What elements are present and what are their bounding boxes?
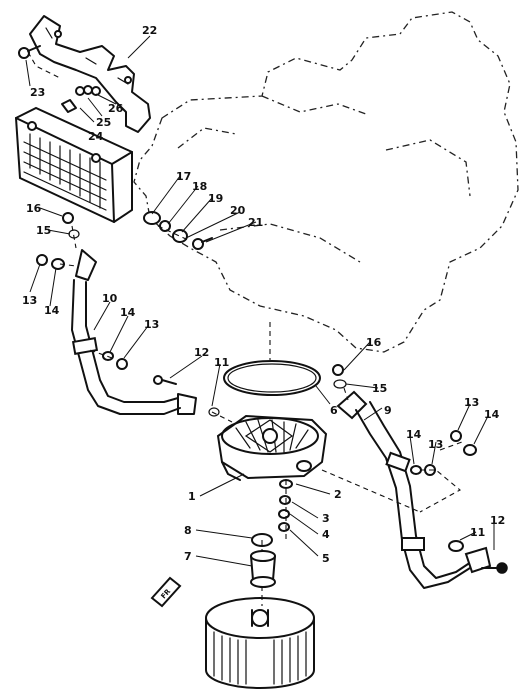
oil-cooler-radiator	[14, 106, 133, 224]
filter-center-bolt	[250, 550, 276, 588]
callout-13a: 13	[22, 294, 37, 307]
callout-13c: 13	[464, 396, 479, 409]
cooler-drain-bolt	[62, 212, 80, 239]
callout-19: 19	[208, 192, 223, 205]
callout-15b: 15	[372, 382, 387, 395]
callout-16a: 16	[26, 202, 42, 215]
callout-11a: 11	[214, 356, 229, 369]
callout-15a: 15	[36, 224, 51, 237]
right-oil-hose	[336, 390, 492, 589]
callout-13d: 13	[428, 438, 443, 451]
callout-7: 7	[184, 550, 192, 563]
callout-26: 26	[108, 102, 124, 115]
callout-14d: 14	[406, 428, 422, 441]
engine-crankcase-outline	[133, 11, 519, 353]
small-bolts-cluster	[61, 85, 101, 113]
callout-5: 5	[322, 552, 330, 565]
oil-filter-housing	[216, 414, 328, 481]
callout-23: 23	[30, 86, 45, 99]
oil-filter-element	[205, 597, 315, 689]
bracket-bolt	[18, 45, 41, 59]
callout-2: 2	[334, 488, 342, 501]
cooler-union-bolt	[143, 211, 213, 250]
callout-1: 1	[188, 490, 196, 503]
callout-12a: 12	[194, 346, 209, 359]
callout-13b: 13	[144, 318, 159, 331]
callout-20: 20	[230, 204, 246, 217]
callout-24: 24	[88, 130, 104, 143]
callout-8: 8	[184, 524, 192, 537]
front-arrow-marker: FR	[150, 576, 182, 608]
callout-6: 6	[330, 404, 338, 417]
callout-18: 18	[192, 180, 207, 193]
callout-11b: 11	[470, 526, 485, 539]
mounting-bracket	[29, 15, 151, 133]
callout-14c: 14	[484, 408, 500, 421]
left-hose-bolts	[36, 254, 220, 417]
filter-o-ring	[223, 360, 321, 396]
callout-17: 17	[176, 170, 191, 183]
callout-21: 21	[248, 216, 263, 229]
left-oil-hose	[71, 249, 197, 415]
callout-10: 10	[102, 292, 118, 305]
callout-16b: 16	[366, 336, 382, 349]
callout-9: 9	[384, 404, 392, 417]
callout-leader-lines	[25, 35, 495, 567]
callout-14b: 14	[120, 306, 136, 319]
callout-4: 4	[322, 528, 330, 541]
callout-22: 22	[142, 24, 157, 37]
filter-washer	[251, 533, 273, 547]
assembly-guide-lines	[27, 51, 463, 606]
relief-valve-parts	[278, 479, 293, 532]
callout-14a: 14	[44, 304, 60, 317]
callout-numbers: 1 2 3 4 5 6 7 8 9 10 11 11 12 12 13 13 1…	[22, 24, 505, 565]
callout-3: 3	[322, 512, 330, 525]
callout-12b: 12	[490, 514, 505, 527]
callout-25: 25	[96, 116, 111, 129]
